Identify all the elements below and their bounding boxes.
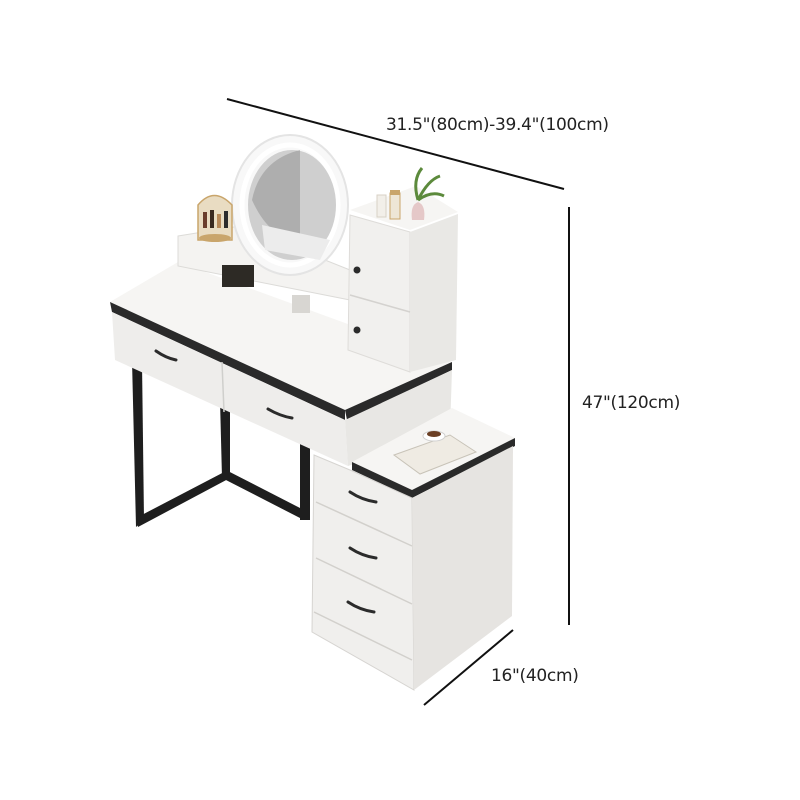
desk-legs bbox=[132, 360, 310, 527]
height-dimension-label: 47"(120cm) bbox=[582, 393, 681, 413]
drawer-pedestal bbox=[311, 446, 513, 691]
depth-dimension-line bbox=[423, 629, 514, 706]
cabinet-knob-upper bbox=[353, 266, 361, 274]
depth-dimension-label: 16"(40cm) bbox=[491, 666, 579, 686]
cabinet-knob-lower bbox=[353, 326, 361, 334]
desk-drawer-handles bbox=[154, 349, 294, 420]
desk-top bbox=[110, 262, 452, 466]
width-dimension-label: 31.5"(80cm)-39.4"(100cm) bbox=[386, 115, 609, 135]
pedestal-top bbox=[352, 408, 515, 498]
pedestal-drawer-handles bbox=[346, 490, 378, 614]
cabinet-decor bbox=[376, 167, 445, 220]
width-dimension-line bbox=[226, 98, 565, 190]
lighted-mirror bbox=[231, 134, 349, 276]
cosmetic-organizer bbox=[197, 194, 233, 242]
side-cabinet bbox=[347, 186, 458, 373]
